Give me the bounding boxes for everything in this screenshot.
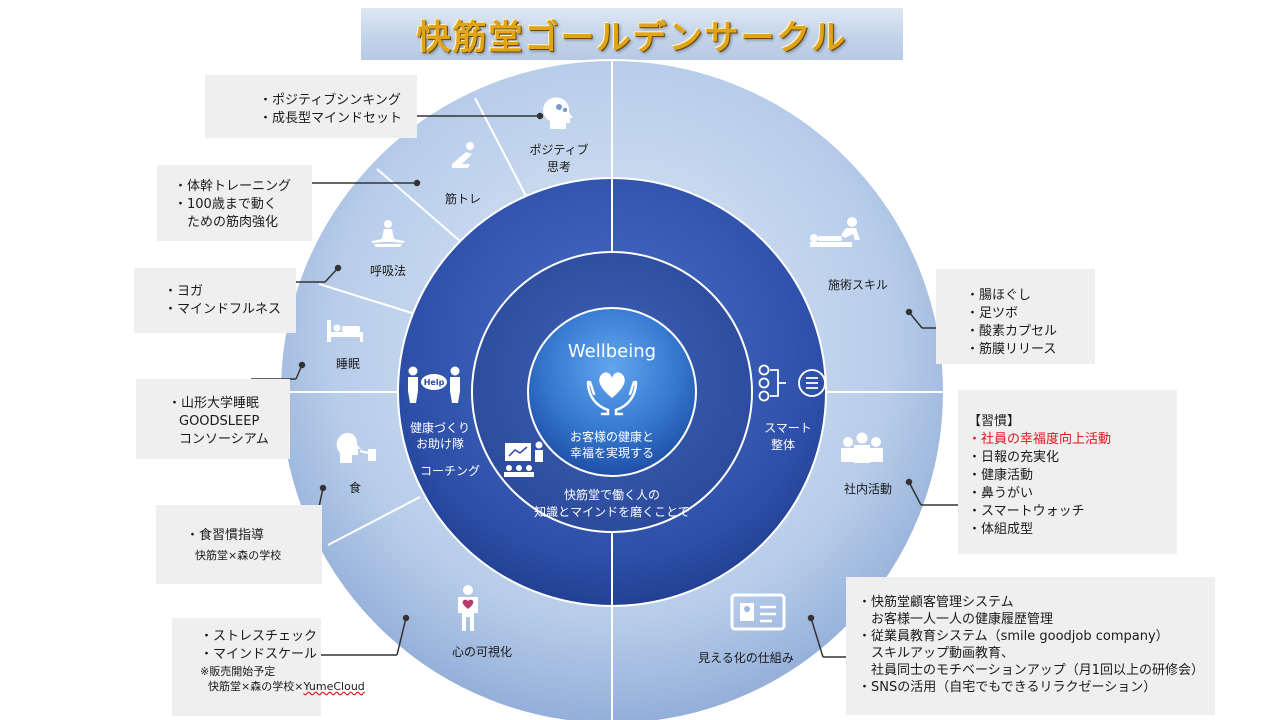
- label-internal: 社内活動: [844, 481, 892, 496]
- callout-kintore-item: ための筋肉強化: [174, 215, 279, 230]
- callout-breathing: ・ヨガ ・マインドフルネス: [134, 268, 296, 333]
- callout-food-sub: 快筋堂×森の学校: [195, 549, 282, 562]
- callout-food-item: ・食習慣指導: [186, 528, 265, 543]
- label-food: 食: [349, 480, 361, 495]
- callout-breathing-item: ・ヨガ: [164, 284, 204, 299]
- habits-item: ・日報の充実化: [968, 450, 1060, 465]
- middle-right-line-2: 整体: [771, 437, 795, 452]
- middle-left-line-3: コーチング: [420, 464, 480, 478]
- system-item: ・従業員教育システム（smile goodjob company）: [858, 629, 1169, 644]
- habits-item: ・スマートウォッチ: [968, 504, 1085, 519]
- callout-mind-item: ・マインドスケール: [200, 647, 318, 662]
- callout-positive-item: ・ポジティブシンキング: [259, 93, 401, 108]
- situp-person-icon: [452, 142, 474, 168]
- middle-line-1: 快筋堂で働く人の: [564, 487, 660, 502]
- callout-mind-partners-text: 快筋堂×森の学校×: [208, 680, 304, 693]
- middle-line-2: 知識とマインドを磨くことで: [534, 505, 690, 519]
- callout-kintore-item: ・100歳まで動く: [174, 197, 277, 212]
- callout-food: ・食習慣指導 快筋堂×森の学校: [156, 505, 322, 584]
- outer-ring-dividers: [283, 60, 944, 720]
- callout-treatment-item: ・足ツボ: [966, 306, 1019, 321]
- team-group-icon: [841, 432, 883, 463]
- habits-item: ・健康活動: [968, 468, 1034, 483]
- yoga-person-icon: [372, 220, 404, 247]
- label-visual-system: 見える化の仕組み: [698, 651, 794, 665]
- callout-system: ・快筋堂顧客管理システム お客様一人一人の健康履歴管理 ・従業員教育システム（s…: [846, 577, 1215, 715]
- callout-treatment: ・腸ほぐし ・足ツボ ・酸素カプセル ・筋膜リリース: [936, 269, 1095, 364]
- callout-mind-note: ※販売開始予定: [200, 665, 276, 678]
- callout-positive: ・ポジティブシンキング ・成長型マインドセット: [205, 75, 417, 138]
- habits-highlight: ・社員の幸福度向上活動: [968, 432, 1112, 447]
- callout-sleep-item: ・山形大学睡眠: [168, 396, 260, 411]
- coaching-board-icon: [504, 441, 543, 477]
- system-item: 社員同士のモチベーションアップ（月1回以上の研修会）: [858, 663, 1205, 678]
- label-sleep: 睡眠: [336, 357, 360, 371]
- callout-treatment-item: ・筋膜リリース: [966, 342, 1057, 357]
- center-line-1: お客様の健康と: [570, 429, 654, 444]
- center-line-2: 幸福を実現する: [570, 445, 654, 460]
- middle-left-line-1: 健康づくり: [410, 420, 470, 435]
- middle-right-line-1: スマート: [764, 421, 812, 435]
- help-sign-text: Help: [424, 378, 445, 387]
- yumecloud-text: YumeCloud: [303, 680, 365, 693]
- heart-hands-icon: [586, 372, 638, 416]
- smart-flow-icon: [758, 364, 826, 402]
- callout-treatment-item: ・腸ほぐし: [966, 288, 1032, 303]
- callout-sleep: ・山形大学睡眠 GOODSLEEP コンソーシアム: [136, 379, 290, 459]
- habits-heading: 【習慣】: [968, 414, 1021, 429]
- callout-positive-item: ・成長型マインドセット: [259, 111, 403, 126]
- callout-breathing-item: ・マインドフルネス: [164, 302, 282, 317]
- label-mind-visual: 心の可視化: [452, 644, 512, 659]
- page-title: 快筋堂ゴールデンサークル: [416, 17, 848, 58]
- title-banner: 快筋堂ゴールデンサークル: [361, 8, 903, 60]
- system-item: お客様一人一人の健康履歴管理: [858, 612, 1054, 627]
- callout-mind: ・ストレスチェック ・マインドスケール ※販売開始予定 快筋堂×森の学校×Yum…: [172, 618, 365, 716]
- help-people-icon: Help: [408, 366, 460, 403]
- heart-person-icon: [458, 585, 478, 631]
- callout-kintore: ・体幹トレーニング ・100歳まで動く ための筋肉強化: [157, 165, 312, 241]
- habits-item: ・鼻うがい: [968, 486, 1034, 501]
- system-item: スキルアップ動画教育、: [858, 646, 1015, 661]
- label-positive-1: ポジティブ: [529, 142, 588, 157]
- habits-item: ・体組成型: [968, 522, 1034, 537]
- callout-mind-item: ・ストレスチェック: [200, 629, 318, 644]
- middle-left-line-2: お助け隊: [416, 436, 464, 451]
- callout-mind-partners: 快筋堂×森の学校×YumeCloud: [200, 679, 365, 694]
- monitor-user-icon: [730, 593, 786, 631]
- label-positive-2: 思考: [547, 160, 571, 174]
- eating-face-icon: [336, 432, 376, 463]
- callout-treatment-item: ・酸素カプセル: [966, 324, 1058, 339]
- label-treatment: 施術スキル: [828, 278, 888, 292]
- label-breathing: 呼吸法: [370, 264, 406, 278]
- system-item: ・SNSの活用（自宅でもできるリラクゼーション）: [858, 680, 1157, 695]
- wellbeing-title: Wellbeing: [568, 341, 656, 362]
- system-item: ・快筋堂顧客管理システム: [858, 595, 1014, 610]
- head-brain-icon: [543, 97, 573, 129]
- callout-sleep-item: コンソーシアム: [179, 432, 269, 447]
- callout-sleep-item: GOODSLEEP: [179, 414, 260, 429]
- massage-therapy-icon: [810, 217, 860, 247]
- label-kintore: 筋トレ: [445, 191, 481, 206]
- bed-sleep-icon: [327, 320, 363, 342]
- callout-habits: 【習慣】 ・社員の幸福度向上活動 ・日報の充実化 ・健康活動 ・鼻うがい ・スマ…: [958, 390, 1177, 554]
- callout-kintore-item: ・体幹トレーニング: [174, 179, 292, 194]
